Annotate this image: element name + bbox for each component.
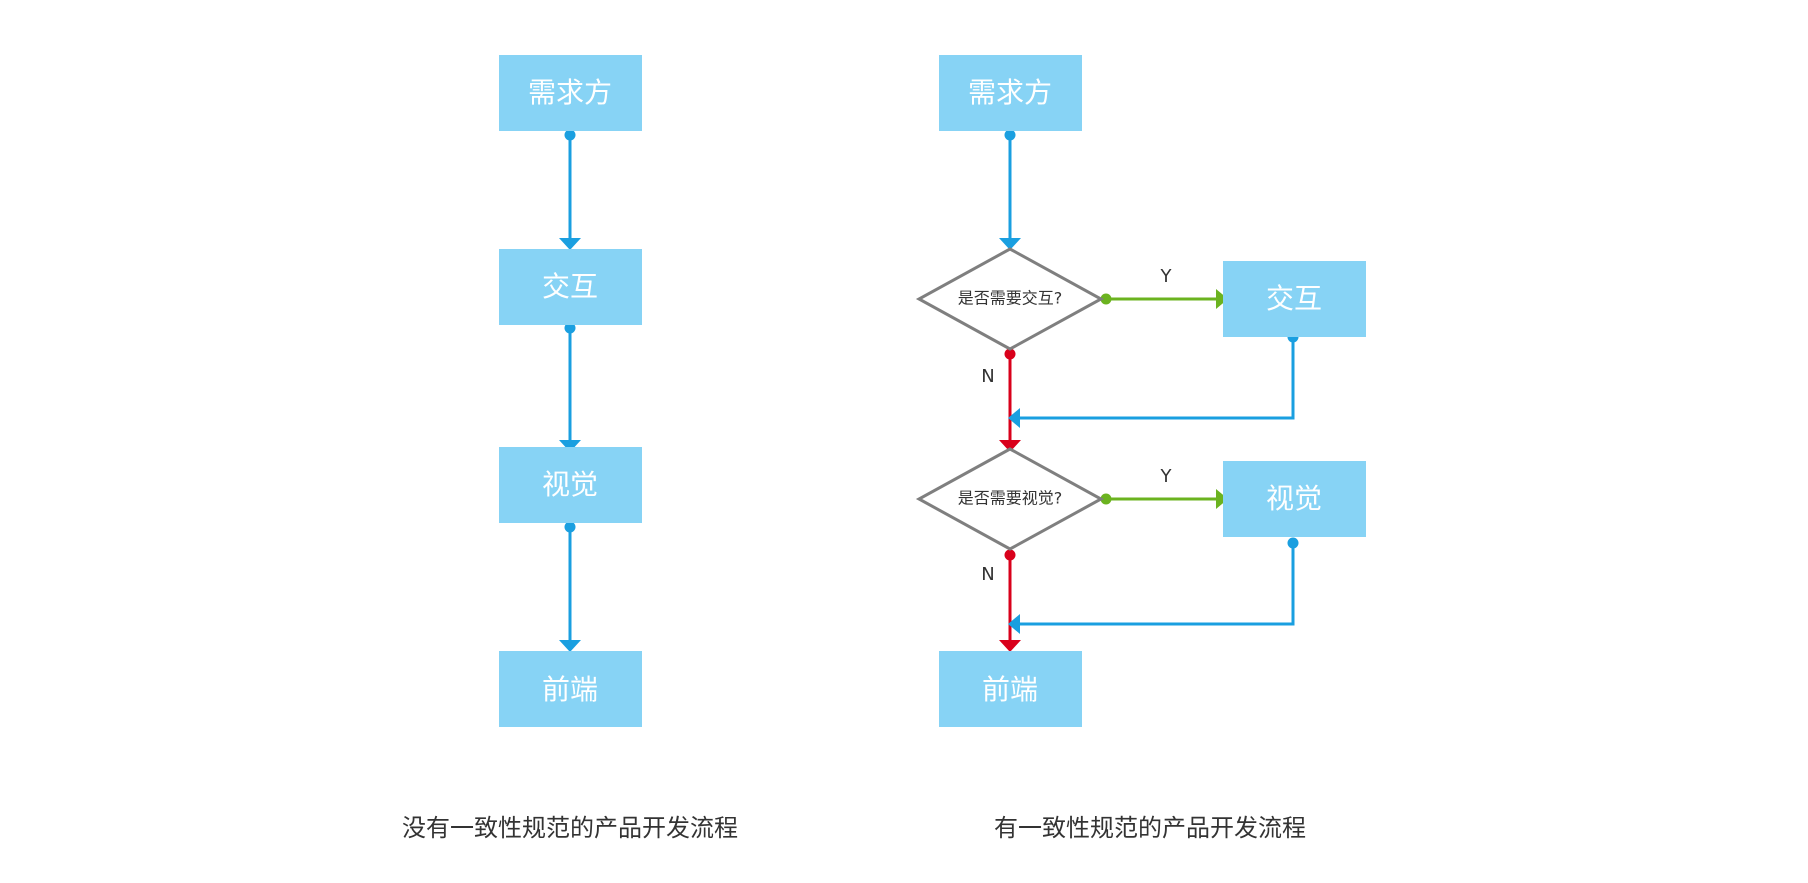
right-node-visual-label: 视觉	[1266, 482, 1322, 515]
right-node-visual: 视觉	[1223, 461, 1366, 537]
right-decision-visual-label: 是否需要视觉?	[958, 489, 1063, 508]
left-node-visual-label: 视觉	[542, 468, 598, 501]
right-node-frontend: 前端	[939, 651, 1082, 727]
right-connector-yes-visual	[1100, 489, 1228, 509]
left-node-frontend: 前端	[499, 651, 642, 727]
right-connector-interaction-return	[1008, 331, 1299, 428]
right-branch-no-1: N	[981, 366, 994, 387]
right-branch-yes-2: Y	[1160, 466, 1173, 487]
left-node-interaction: 交互	[499, 249, 642, 325]
left-node-demand: 需求方	[499, 55, 642, 131]
left-node-interaction-label: 交互	[542, 270, 598, 303]
right-flow-caption: 有一致性规范的产品开发流程	[994, 814, 1306, 842]
right-node-frontend-label: 前端	[982, 673, 1038, 706]
right-connector-visual-return	[1008, 537, 1299, 634]
right-branch-yes-1: Y	[1160, 266, 1173, 287]
left-connector-1	[559, 129, 581, 250]
right-connector-no-2	[999, 549, 1021, 652]
right-decision-interaction-label: 是否需要交互?	[958, 289, 1063, 308]
right-node-interaction-label: 交互	[1266, 282, 1322, 315]
right-node-demand-label: 需求方	[968, 76, 1052, 109]
right-node-interaction: 交互	[1223, 261, 1366, 337]
left-connector-3	[559, 521, 581, 652]
left-flow: 需求方 交互 视觉 前端 没有一致性规范的产品开发流程	[402, 55, 738, 842]
left-node-visual: 视觉	[499, 447, 642, 523]
left-node-demand-label: 需求方	[528, 76, 612, 109]
left-node-frontend-label: 前端	[542, 673, 598, 706]
right-connector-demand-to-decision1	[999, 129, 1021, 250]
right-decision-visual: 是否需要视觉?	[915, 447, 1105, 551]
left-connector-2	[559, 322, 581, 452]
right-connector-no-1	[999, 348, 1021, 452]
right-connector-yes-interaction	[1100, 289, 1228, 309]
left-flow-caption: 没有一致性规范的产品开发流程	[402, 814, 738, 842]
right-decision-interaction: 是否需要交互?	[915, 247, 1105, 351]
right-flow: Y N Y N	[915, 55, 1366, 842]
right-branch-no-2: N	[981, 564, 994, 585]
right-node-demand: 需求方	[939, 55, 1082, 131]
